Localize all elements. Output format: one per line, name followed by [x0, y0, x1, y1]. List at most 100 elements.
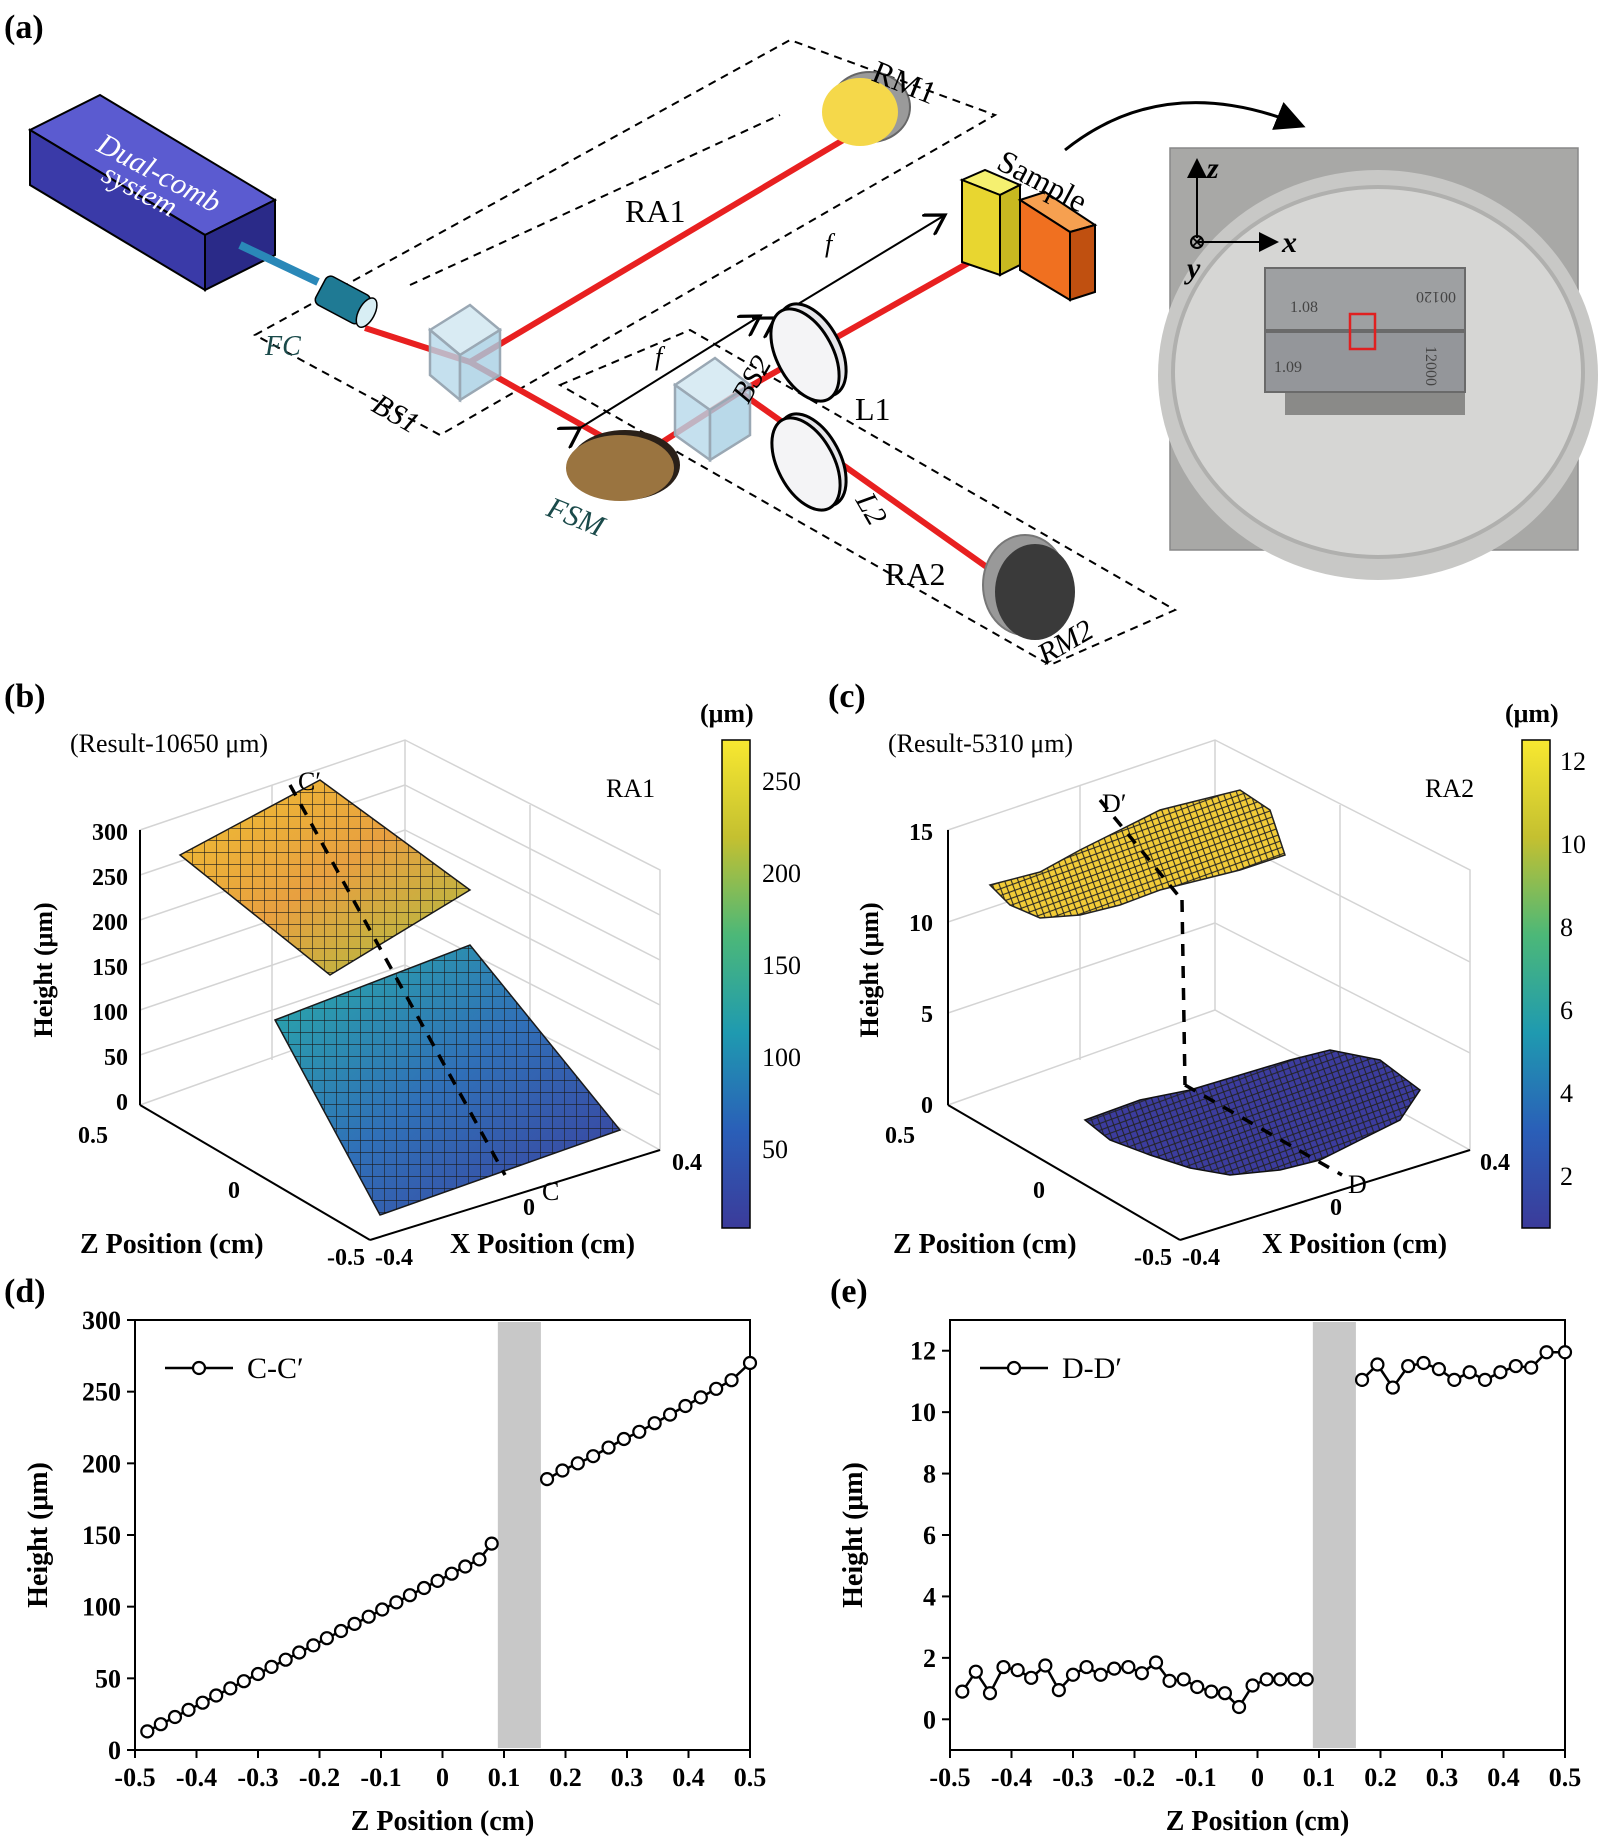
block-1-code: 00120 — [1416, 288, 1456, 305]
d-data-point — [586, 1449, 601, 1464]
e-xtick-label: 0.1 — [1303, 1763, 1336, 1792]
d-legend-marker — [191, 1360, 207, 1376]
focal-label-2: f — [655, 342, 666, 371]
e-data-point — [1462, 1365, 1477, 1380]
lens-2 — [770, 412, 848, 512]
lens-1 — [769, 302, 848, 403]
panel-c-arm: RA2 — [1425, 774, 1474, 803]
e-data-point — [1557, 1345, 1573, 1360]
d-data-point — [458, 1559, 473, 1574]
optical-fiber — [238, 241, 320, 286]
d-data-point — [181, 1702, 196, 1717]
d-data-point — [264, 1659, 279, 1674]
e-shaded-gap — [1312, 1322, 1356, 1748]
d-data-point — [153, 1717, 168, 1732]
panel-c-zlabel: Height (μm) — [855, 902, 884, 1037]
panel-b-zpos-ticks: 0.5 0 -0.5 — [78, 1123, 365, 1271]
panel-b-zlabel: Height (μm) — [29, 902, 58, 1037]
d-data-point — [333, 1623, 349, 1639]
panel-b-label: (b) — [4, 678, 46, 715]
panel-b-xlabel: X Position (cm) — [450, 1229, 635, 1260]
svg-text:0.4: 0.4 — [1480, 1150, 1510, 1176]
svg-text:12: 12 — [1560, 747, 1586, 776]
focal-arrow-2 — [580, 316, 760, 428]
d-data-point — [742, 1355, 758, 1371]
d-shaded-gap — [497, 1322, 541, 1748]
d-xaxis-label: Z Position (cm) — [351, 1806, 535, 1837]
svg-text:50: 50 — [104, 1045, 128, 1071]
e-xtick-label: 0.4 — [1487, 1763, 1520, 1792]
svg-text:200: 200 — [92, 910, 128, 936]
panel-a: (a) Dual-comb system FC — [4, 9, 1598, 672]
e-data-point — [1121, 1659, 1136, 1675]
e-data-point — [1299, 1672, 1314, 1687]
svg-text:10: 10 — [909, 911, 933, 937]
e-xtick-label: -0.1 — [1175, 1763, 1216, 1792]
axis-y-marker — [1190, 235, 1204, 249]
panel-c-height-ticks: 15 10 5 0 — [909, 820, 933, 1119]
e-data-point — [1134, 1666, 1149, 1681]
svg-text:0.4: 0.4 — [672, 1150, 702, 1176]
svg-text:2: 2 — [1560, 1162, 1573, 1191]
e-data-point — [1539, 1345, 1554, 1360]
e-xtick-label: -0.2 — [1114, 1763, 1155, 1792]
e-data-point — [1354, 1372, 1370, 1387]
panel-b-cbar-unit: (μm) — [700, 699, 754, 728]
e-xtick-label: -0.3 — [1052, 1763, 1093, 1792]
e-xaxis-label: Z Position (cm) — [1166, 1806, 1350, 1837]
d-data-point — [570, 1456, 585, 1471]
ra1-enclosure-inner — [409, 114, 781, 286]
e-data-point — [1370, 1357, 1385, 1372]
d-data-point — [709, 1381, 724, 1396]
svg-text:100: 100 — [762, 1043, 801, 1072]
svg-text:200: 200 — [762, 859, 801, 888]
ra2-enclosure — [557, 328, 1178, 667]
d-ytick-label: 300 — [82, 1306, 121, 1335]
d-xtick-label: 0.2 — [549, 1763, 582, 1792]
svg-text:5: 5 — [921, 1002, 933, 1028]
e-data-point — [1259, 1672, 1274, 1687]
svg-text:4: 4 — [1560, 1079, 1573, 1108]
panel-a-label: (a) — [4, 9, 44, 46]
panel-b-colorbar — [721, 739, 751, 1229]
panel-b-zaxis-line — [139, 1104, 371, 1241]
e-ytick-label: 4 — [923, 1582, 936, 1611]
e-data-point — [1079, 1659, 1094, 1675]
d-ytick-label: 0 — [108, 1736, 121, 1765]
ra1-enclosure — [252, 38, 998, 437]
fast-steering-mirror — [566, 430, 680, 501]
svg-text:150: 150 — [762, 951, 801, 980]
d-data-point — [678, 1398, 693, 1414]
axis-y-label: y — [1184, 252, 1201, 285]
svg-text:100: 100 — [92, 1000, 128, 1026]
d-xtick-label: 0.1 — [488, 1763, 521, 1792]
zoom-arrow — [1064, 101, 1306, 152]
panel-b-mark-top: C′ — [298, 767, 321, 796]
d-yaxis-label: Height (μm) — [23, 1462, 54, 1608]
e-ytick-label: 12 — [910, 1337, 936, 1366]
panel-c-cbar-ticks: 12 10 8 6 4 2 — [1560, 747, 1586, 1191]
d-data-point — [140, 1724, 155, 1739]
d-xtick-label: -0.3 — [237, 1763, 278, 1792]
beam-splitter-2 — [672, 356, 753, 463]
panel-c-xpos-ticks: -0.4 0 0.4 — [1182, 1150, 1510, 1271]
focal-label-1: f — [825, 229, 836, 258]
svg-text:150: 150 — [92, 955, 128, 981]
d-data-point — [601, 1440, 616, 1455]
e-data-point — [1245, 1678, 1260, 1693]
d-data-point — [647, 1416, 662, 1431]
e-ytick-label: 10 — [910, 1398, 936, 1427]
d-data-point — [662, 1407, 678, 1422]
e-data-point — [1093, 1667, 1108, 1682]
e-data-point — [1176, 1672, 1191, 1687]
e-data-point — [1447, 1372, 1462, 1387]
axis-x-label: x — [1281, 226, 1297, 259]
d-data-point — [416, 1580, 432, 1596]
panel-c-profile-line-2 — [1180, 899, 1187, 1086]
panel-b-xaxis-line — [369, 1149, 661, 1241]
d-ytick-label: 200 — [82, 1449, 121, 1478]
d-data-point — [195, 1695, 210, 1710]
d-data-point — [539, 1471, 555, 1487]
d-xtick-label: -0.2 — [299, 1763, 340, 1792]
